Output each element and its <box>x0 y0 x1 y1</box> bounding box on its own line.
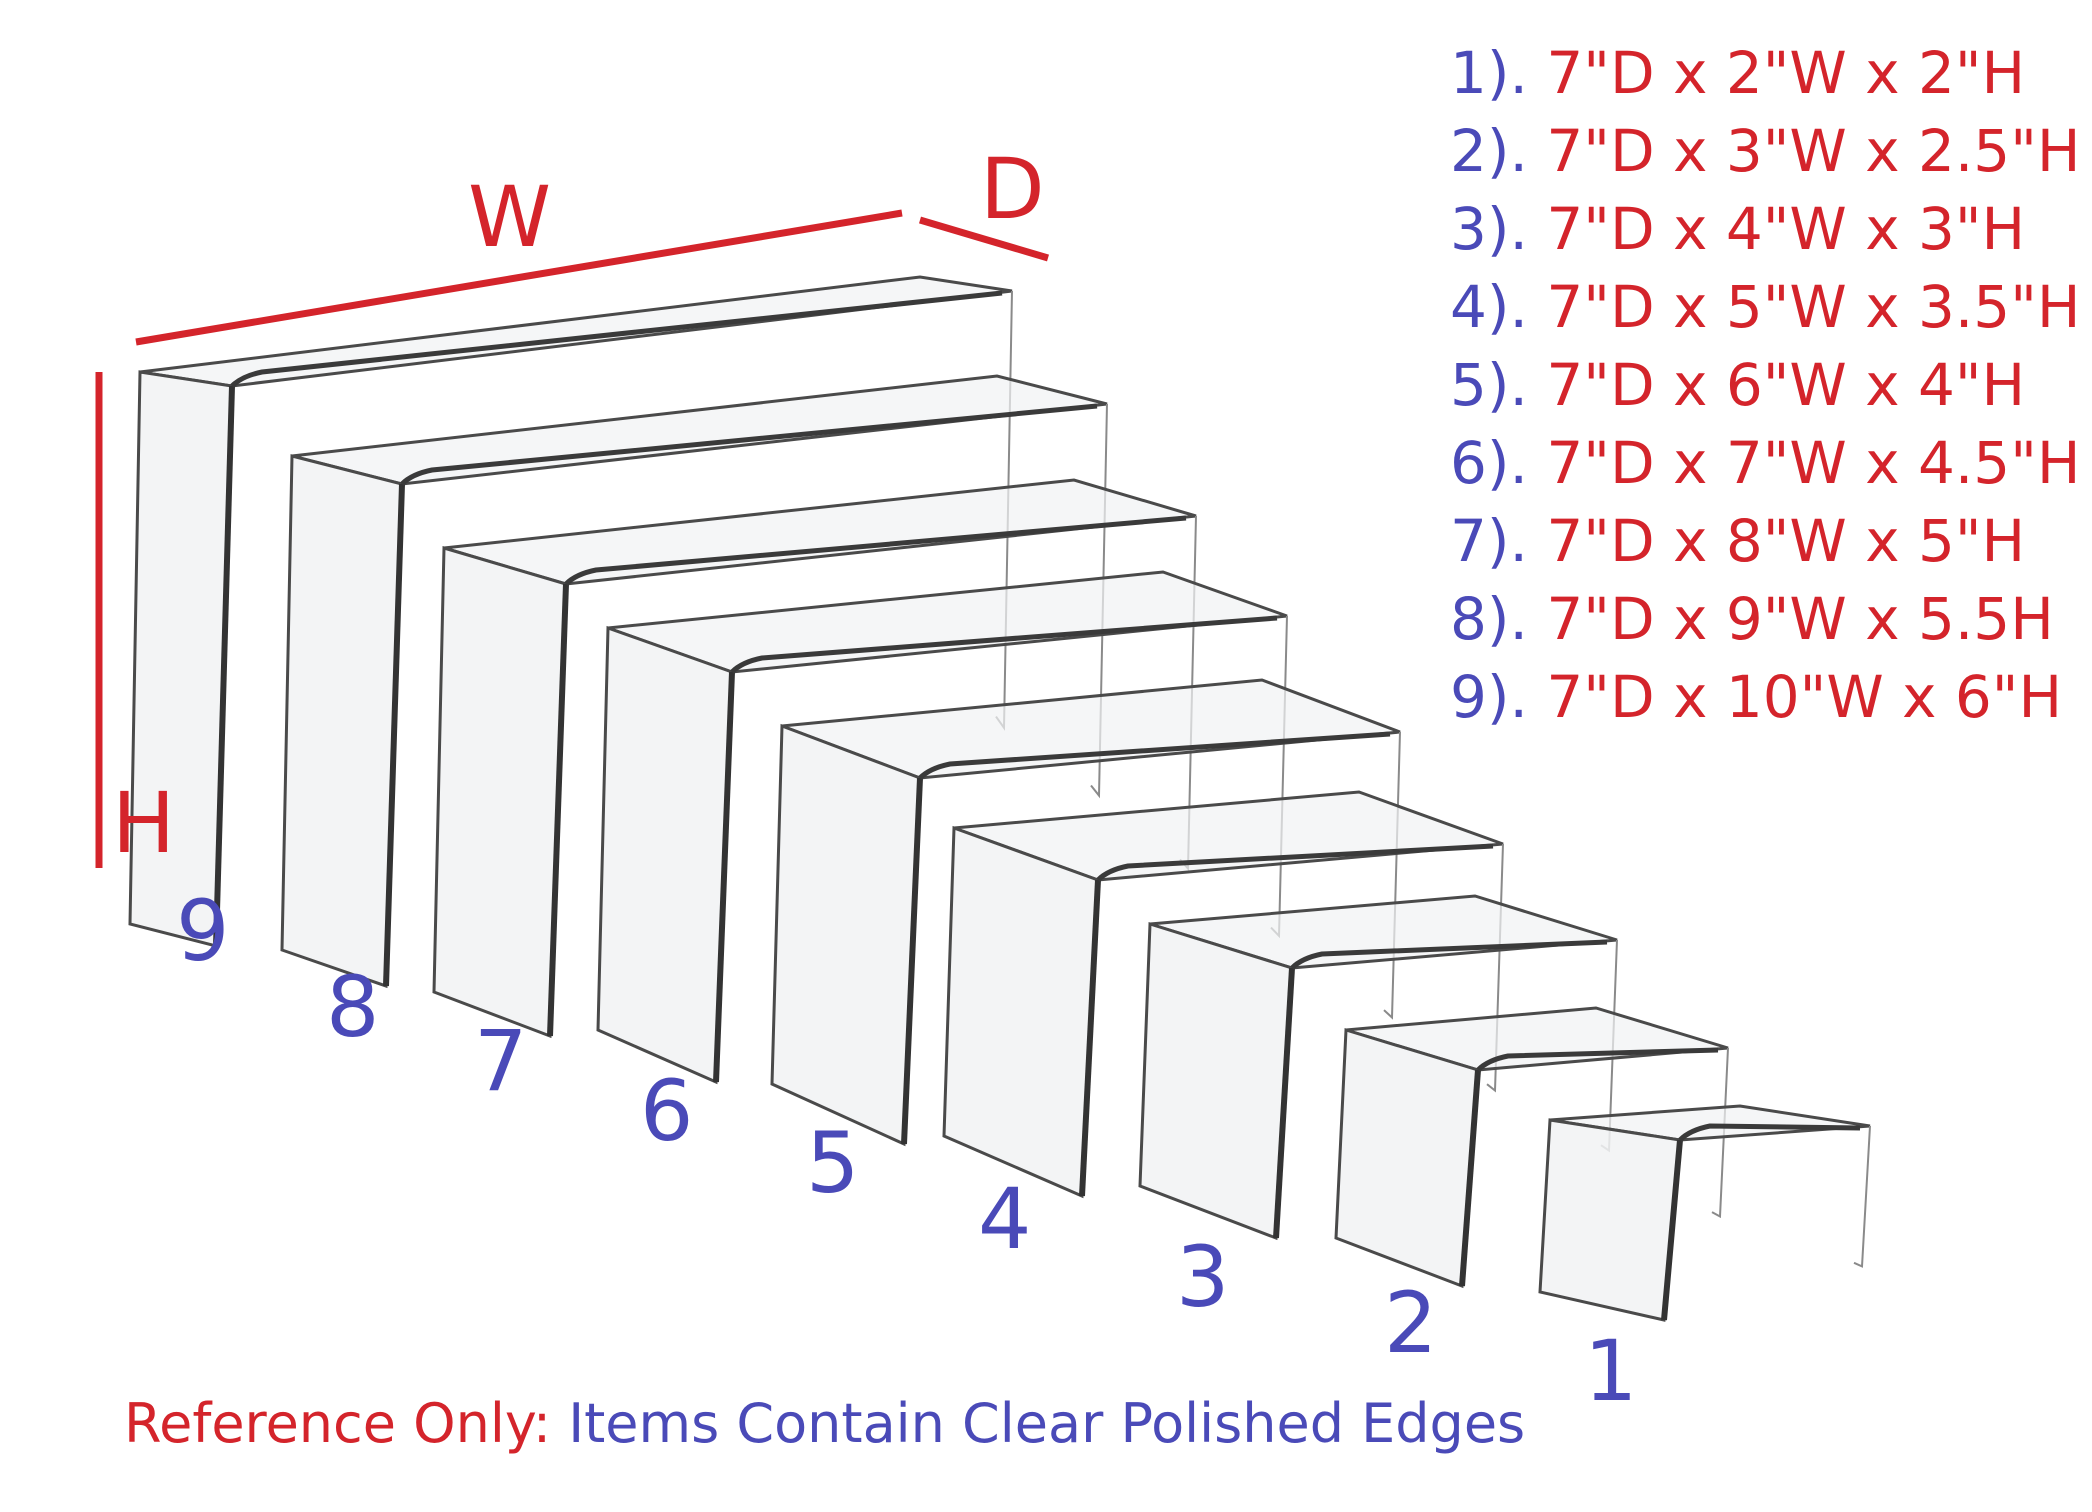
riser-top-surface <box>291 374 1108 486</box>
riser-front-leg <box>1138 921 1294 1241</box>
riser-numbers: 987 6 5 4 3 2 1 <box>176 882 1637 1420</box>
riser-top-edge <box>730 615 1278 674</box>
riser-front-edge <box>901 777 923 1145</box>
spec-index: 8). <box>1450 585 1528 653</box>
riser-back-leg <box>1090 403 1108 799</box>
spec-dimensions: 7"D x 7"W x 4.5"H <box>1546 429 2081 497</box>
riser-front-edge <box>547 583 569 1037</box>
riser-top-edge <box>1096 843 1494 882</box>
riser-6 <box>596 570 1288 1085</box>
riser-top-edge <box>1476 1047 1719 1072</box>
riser-7 <box>432 478 1197 1039</box>
riser-number-4: 4 <box>978 1170 1031 1268</box>
spec-index: 3). <box>1450 195 1528 263</box>
riser-top-edge <box>400 403 1098 486</box>
footer-prefix: Reference Only: <box>124 1392 552 1455</box>
spec-item: 6). 7"D x 7"W x 4.5"H <box>1450 424 2081 502</box>
riser-front-edge <box>1079 879 1101 1197</box>
spec-item: 3). 7"D x 4"W x 3"H <box>1450 190 2081 268</box>
height-label: H <box>112 774 175 872</box>
spec-index: 6). <box>1450 429 1528 497</box>
riser-number-7: 7 <box>474 1012 527 1110</box>
spec-item: 2). 7"D x 3"W x 2.5"H <box>1450 112 2081 190</box>
riser-front-leg <box>596 625 734 1085</box>
riser-number-3: 3 <box>1176 1228 1229 1326</box>
spec-index: 4). <box>1450 273 1528 341</box>
riser-1 <box>1538 1104 1871 1322</box>
spec-index: 5). <box>1450 351 1528 419</box>
spec-dimensions: 7"D x 4"W x 3"H <box>1546 195 2026 263</box>
riser-front-leg <box>1334 1028 1480 1289</box>
spec-index: 1). <box>1450 39 1528 107</box>
riser-front-edge <box>1459 1069 1481 1287</box>
riser-front-leg <box>432 546 568 1039</box>
depth-label: D <box>980 140 1045 238</box>
riser-top-edge <box>1290 939 1608 970</box>
riser-top-edge <box>1678 1123 1861 1142</box>
spec-item: 8). 7"D x 9"W x 5.5H <box>1450 580 2081 658</box>
riser-front-leg <box>280 454 404 989</box>
riser-number-2: 2 <box>1384 1274 1437 1372</box>
riser-front-leg <box>942 825 1100 1199</box>
spec-item: 7). 7"D x 8"W x 5"H <box>1450 502 2081 580</box>
risers-group <box>128 275 1871 1322</box>
spec-index: 2). <box>1450 117 1528 185</box>
riser-front-edge <box>1273 967 1295 1239</box>
riser-top-edge <box>918 731 1391 780</box>
riser-3 <box>1138 894 1618 1241</box>
riser-4 <box>942 790 1504 1199</box>
riser-back-leg <box>1853 1125 1871 1268</box>
riser-number-8: 8 <box>326 958 379 1056</box>
spec-item: 5). 7"D x 6"W x 4"H <box>1450 346 2081 424</box>
spec-dimensions: 7"D x 9"W x 5.5H <box>1546 585 2054 653</box>
riser-9 <box>128 275 1013 948</box>
riser-front-edge <box>713 671 735 1083</box>
riser-5 <box>770 678 1401 1147</box>
spec-index: 9). <box>1450 663 1528 731</box>
riser-front-leg <box>1538 1118 1682 1322</box>
riser-back-leg <box>1711 1047 1729 1219</box>
width-dimension-line <box>135 209 903 346</box>
spec-dimensions: 7"D x 6"W x 4"H <box>1546 351 2026 419</box>
riser-front-edge <box>383 483 405 987</box>
spec-dimensions: 7"D x 5"W x 3.5"H <box>1546 273 2081 341</box>
riser-number-9: 9 <box>176 882 229 980</box>
spec-item: 4). 7"D x 5"W x 3.5"H <box>1450 268 2081 346</box>
riser-number-1: 1 <box>1584 1322 1637 1420</box>
spec-dimensions: 7"D x 3"W x 2.5"H <box>1546 117 2081 185</box>
riser-front-leg <box>770 723 922 1147</box>
riser-top-surface <box>443 478 1197 586</box>
riser-number-6: 6 <box>640 1062 693 1160</box>
spec-list: 1). 7"D x 2"W x 2"H 2). 7"D x 3"W x 2.5"… <box>1450 34 2081 736</box>
spec-dimensions: 7"D x 2"W x 2"H <box>1546 39 2026 107</box>
riser-8 <box>280 374 1108 989</box>
riser-front-edge <box>1661 1139 1683 1321</box>
riser-2 <box>1334 1006 1729 1289</box>
riser-front-edge <box>213 385 235 947</box>
riser-top-edge <box>230 290 1003 388</box>
spec-dimensions: 7"D x 8"W x 5"H <box>1546 507 2026 575</box>
riser-top-surface <box>607 570 1288 674</box>
riser-back-leg <box>1270 615 1288 939</box>
spec-dimensions: 7"D x 10"W x 6"H <box>1546 663 2063 731</box>
riser-top-edge <box>564 515 1187 586</box>
riser-number-5: 5 <box>806 1114 859 1212</box>
width-label: W <box>468 168 551 266</box>
footer-note: Reference Only: Items Contain Clear Poli… <box>124 1392 1525 1455</box>
depth-dimension-line <box>919 216 1049 262</box>
spec-item: 1). 7"D x 2"W x 2"H <box>1450 34 2081 112</box>
spec-item: 9). 7"D x 10"W x 6"H <box>1450 658 2081 736</box>
spec-index: 7). <box>1450 507 1528 575</box>
riser-back-leg <box>1383 731 1401 1020</box>
footer-text: Items Contain Clear Polished Edges <box>551 1392 1526 1455</box>
